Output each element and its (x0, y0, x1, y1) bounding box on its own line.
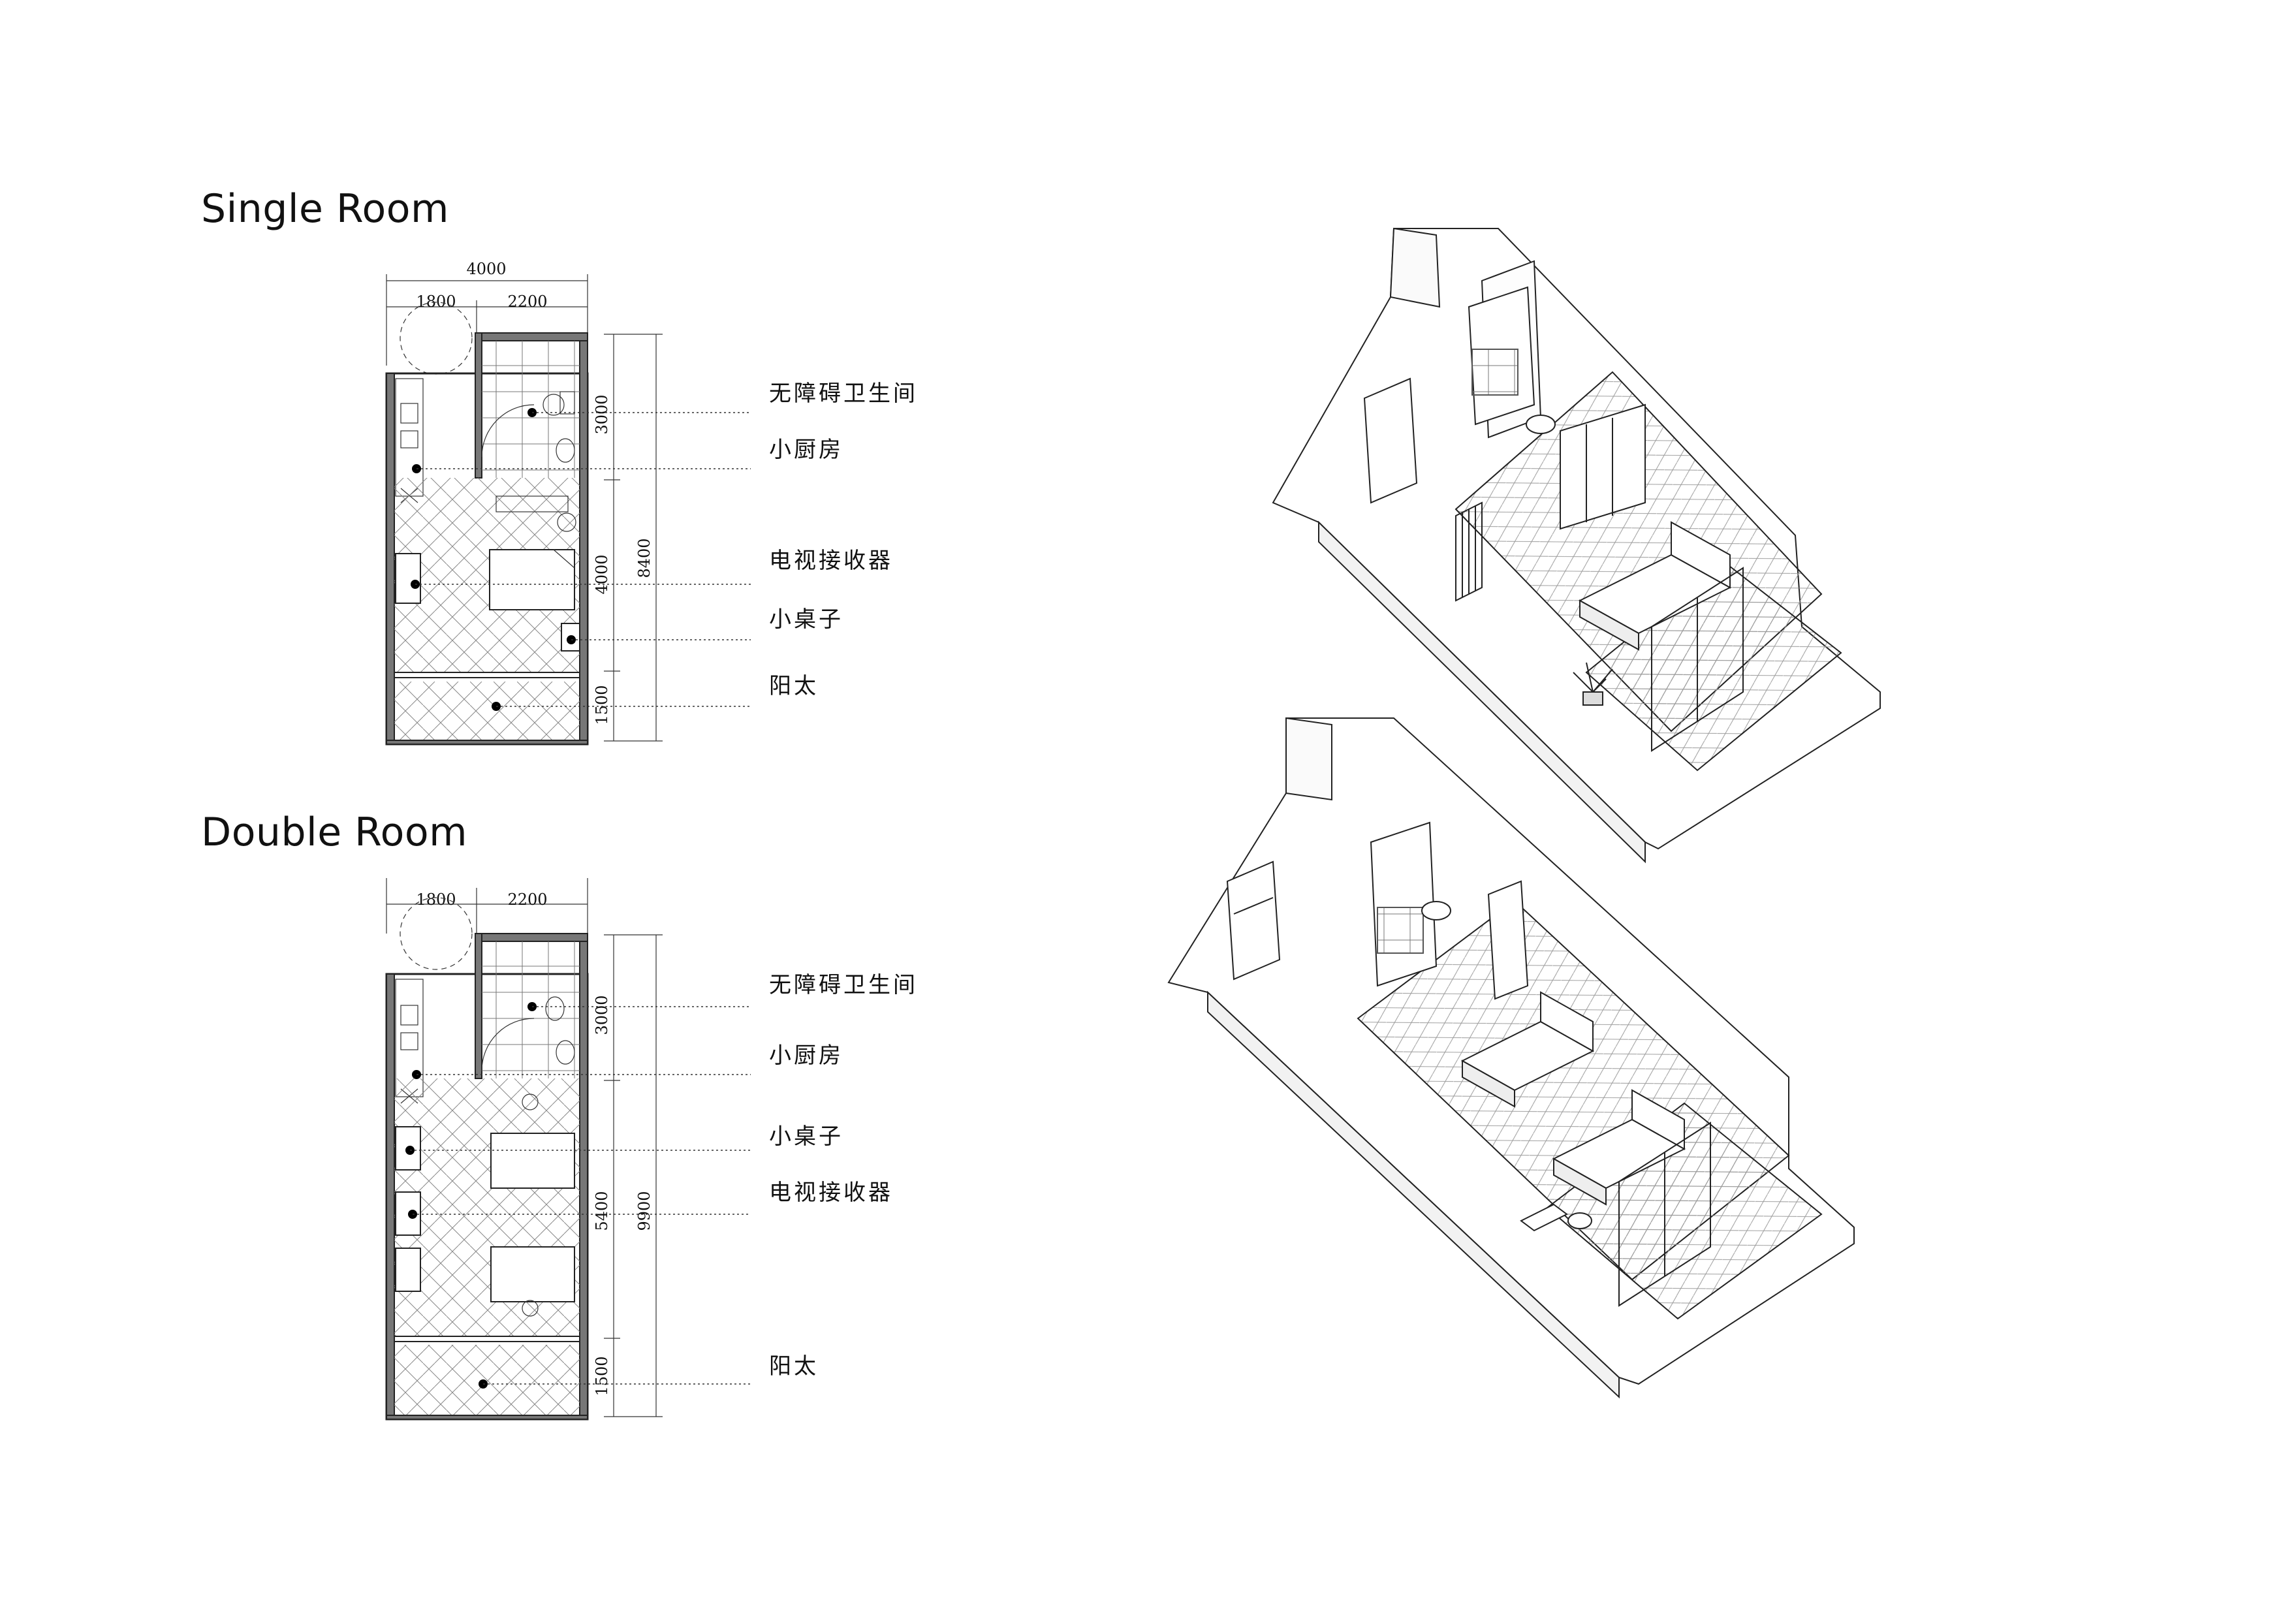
dim-left-width: 1800 (416, 292, 456, 311)
double-dim-right-width: 2200 (507, 890, 547, 909)
label-balcony: 阳太 (769, 673, 819, 699)
double-room-axonometric (1167, 717, 1855, 1399)
single-desk (395, 553, 421, 604)
double-label-kitchenette: 小厨房 (769, 1043, 843, 1069)
double-bed-1 (490, 1133, 575, 1189)
single-plant-icon (1573, 662, 1613, 706)
double-callouts: 无障碍卫生间 小厨房 小桌子 电视接收器 阳太 (405, 972, 918, 1389)
double-label-accessible-bathroom: 无障碍卫生间 (769, 972, 918, 998)
double-label-small-desk: 小桌子 (769, 1124, 843, 1150)
label-accessible-bathroom: 无障碍卫生间 (769, 381, 918, 407)
single-bed (489, 549, 575, 610)
single-room-axonometric (1272, 227, 1881, 864)
double-side-dimensions: 3000 5400 1500 9900 (593, 934, 663, 1417)
single-room-title: Single Room (201, 186, 449, 232)
single-room-plan: 4000 1800 2200 (385, 260, 918, 746)
single-balcony (394, 682, 580, 740)
double-balcony (394, 1345, 580, 1415)
dim-total-width: 4000 (466, 260, 506, 278)
double-room-title: Double Room (201, 810, 468, 855)
double-dim-balcony-len: 1500 (593, 1356, 611, 1396)
double-dim-room-len: 5400 (593, 1191, 611, 1231)
label-tv-receiver: 电视接收器 (769, 548, 893, 574)
dim-right-width: 2200 (507, 292, 547, 311)
label-kitchenette: 小厨房 (769, 437, 843, 463)
double-top-dimensions: 1800 2200 (386, 878, 588, 934)
entry-door-swing (400, 302, 473, 375)
double-label-tv-receiver: 电视接收器 (769, 1180, 893, 1206)
double-dim-left-width: 1800 (416, 890, 456, 909)
double-bed-2 (490, 1246, 575, 1302)
label-small-desk: 小桌子 (769, 606, 843, 633)
single-top-dimensions: 4000 1800 2200 (386, 260, 588, 366)
single-side-dimensions: 3000 4000 1500 8400 (593, 334, 663, 742)
double-dim-total-len: 9900 (635, 1191, 653, 1231)
double-label-balcony: 阳太 (769, 1353, 819, 1379)
double-room-plan: 1800 2200 (385, 878, 918, 1421)
single-callouts: 无障碍卫生间 小厨房 电视接收器 小桌子 阳太 (411, 381, 918, 711)
dim-total-len: 8400 (635, 538, 653, 578)
dim-balcony-len: 1500 (593, 685, 611, 725)
dim-bath-len: 3000 (593, 394, 611, 434)
dim-room-len: 4000 (593, 554, 611, 594)
double-dim-bath-len: 3000 (593, 995, 611, 1035)
double-entry-door-swing (400, 897, 473, 970)
double-desk-2 (395, 1191, 421, 1236)
